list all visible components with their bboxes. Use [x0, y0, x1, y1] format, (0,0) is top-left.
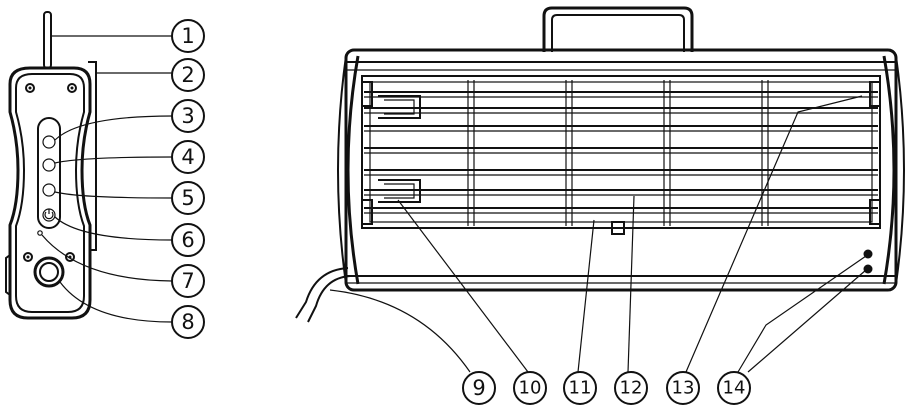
- svg-text:5: 5: [181, 186, 194, 210]
- remote-button-3[interactable]: [42, 183, 56, 197]
- remote-button-panel: [37, 117, 61, 229]
- remote-control: [5, 11, 97, 320]
- svg-text:2: 2: [181, 63, 194, 87]
- remote-body-inner: [15, 73, 85, 313]
- svg-text:7: 7: [181, 269, 194, 293]
- remote-large-button[interactable]: [33, 256, 65, 288]
- remote-led: [37, 230, 43, 236]
- svg-text:12: 12: [620, 378, 643, 399]
- remote-button-1[interactable]: [42, 135, 56, 149]
- callout-5: 5: [171, 181, 205, 215]
- callout-1: 1: [171, 19, 205, 53]
- svg-text:11: 11: [569, 378, 592, 399]
- svg-text:10: 10: [519, 378, 542, 399]
- heater-right-cap: [882, 55, 896, 285]
- svg-text:8: 8: [181, 310, 194, 334]
- remote-antenna: [43, 11, 52, 69]
- remote-body: [8, 66, 92, 320]
- svg-text:6: 6: [181, 228, 194, 252]
- remote-leader-lines: [41, 35, 173, 323]
- callout-9: 9: [462, 371, 496, 405]
- remote-button-2[interactable]: [42, 158, 56, 172]
- svg-text:13: 13: [672, 378, 695, 399]
- svg-text:14: 14: [723, 378, 746, 399]
- svg-text:9: 9: [472, 376, 485, 400]
- heater-power-cord: [295, 267, 349, 319]
- callout-8: 8: [171, 305, 205, 339]
- callout-7: 7: [171, 264, 205, 298]
- heater-unit: [295, 6, 905, 323]
- heater-grille-clip: [611, 221, 625, 235]
- remote-clip: [88, 61, 97, 251]
- heater-tube-brackets: [361, 81, 881, 225]
- heater-grille-frame: [361, 75, 881, 229]
- heater-leader-lines: [329, 95, 867, 373]
- heater-left-cap: [346, 55, 360, 285]
- callout-13: 13: [666, 371, 700, 405]
- heater-grille-horizontal: [364, 91, 878, 214]
- heater-indicator-light-2: [863, 264, 873, 274]
- svg-text:1: 1: [181, 24, 194, 48]
- callout-4: 4: [171, 140, 205, 174]
- callout-2: 2: [171, 58, 205, 92]
- svg-text:4: 4: [181, 145, 194, 169]
- svg-text:3: 3: [181, 104, 194, 128]
- callout-10: 10: [513, 371, 547, 405]
- heater-handle[interactable]: [542, 6, 694, 52]
- callout-6: 6: [171, 223, 205, 257]
- callout-11: 11: [563, 371, 597, 405]
- callout-12: 12: [614, 371, 648, 405]
- callout-14: 14: [717, 371, 751, 405]
- callout-3: 3: [171, 99, 205, 133]
- heater-body: [344, 48, 898, 292]
